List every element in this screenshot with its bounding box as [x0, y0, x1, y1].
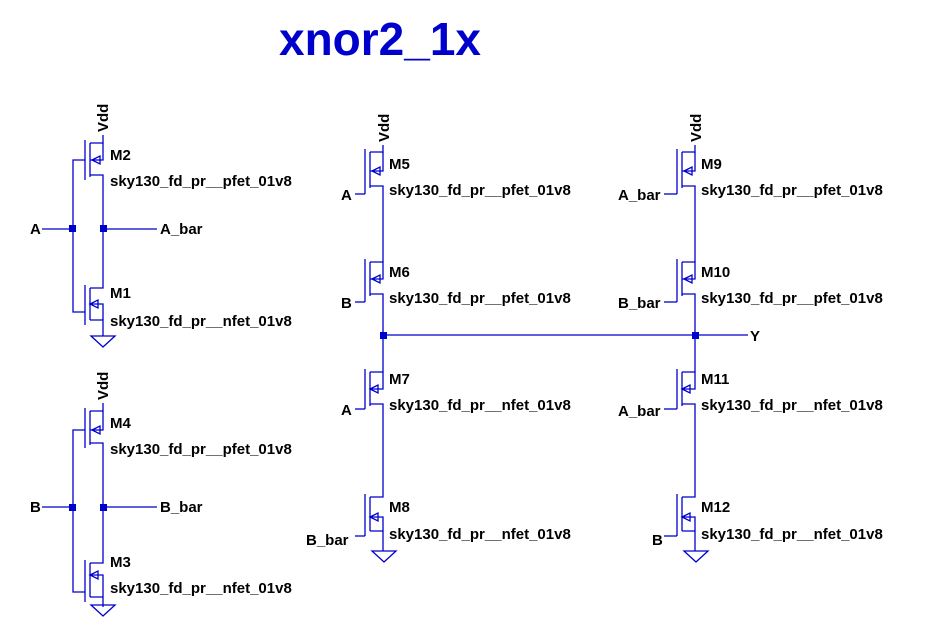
- transistor-m7[interactable]: A M7 sky130_fd_pr__nfet_01v8: [341, 365, 571, 419]
- net-label-a: A: [30, 221, 41, 238]
- vdd-label: Vdd: [688, 114, 705, 142]
- vdd-label: Vdd: [95, 372, 112, 400]
- ground-icon: [89, 335, 117, 348]
- inverter-a: Vdd M2 sky130_fd_pr__pfet_01v8 M1 sky130…: [30, 104, 292, 348]
- net-label-b: B: [30, 499, 41, 516]
- transistor-model: sky130_fd_pr__pfet_01v8: [110, 173, 292, 190]
- gate-label: B_bar: [306, 532, 349, 549]
- transistor-model: sky130_fd_pr__nfet_01v8: [701, 397, 883, 414]
- transistor-model: sky130_fd_pr__pfet_01v8: [701, 182, 883, 199]
- transistor-name: M9: [701, 156, 722, 173]
- transistor-model: sky130_fd_pr__pfet_01v8: [389, 182, 571, 199]
- transistor-name: M2: [110, 147, 131, 164]
- stack-right: Vdd A_bar M9 sky130_fd_pr__pfet_01v8 B_b…: [618, 114, 883, 563]
- transistor-m9[interactable]: Vdd A_bar M9 sky130_fd_pr__pfet_01v8: [618, 114, 883, 204]
- gate-label: A: [341, 187, 352, 204]
- transistor-name: M1: [110, 285, 131, 302]
- transistor-m11[interactable]: A_bar M11 sky130_fd_pr__nfet_01v8: [618, 365, 883, 420]
- transistor-model: sky130_fd_pr__nfet_01v8: [110, 313, 292, 330]
- transistor-name: M8: [389, 499, 410, 516]
- ground-icon: [370, 550, 398, 563]
- transistor-name: M10: [701, 264, 730, 281]
- net-label-b-bar: B_bar: [160, 499, 203, 516]
- transistor-name: M5: [389, 156, 410, 173]
- net-label-y: Y: [750, 328, 760, 345]
- vdd-label: Vdd: [376, 114, 393, 142]
- gate-label: B: [341, 295, 352, 312]
- transistor-model: sky130_fd_pr__pfet_01v8: [110, 441, 292, 458]
- transistor-m3[interactable]: M3 sky130_fd_pr__nfet_01v8: [84, 554, 292, 607]
- net-label-a-bar: A_bar: [160, 221, 203, 238]
- gate-label: B: [652, 532, 663, 549]
- inverter-b: Vdd M4 sky130_fd_pr__pfet_01v8 M3 sky130…: [30, 372, 292, 617]
- transistor-model: sky130_fd_pr__nfet_01v8: [701, 526, 883, 543]
- transistor-m1[interactable]: M1 sky130_fd_pr__nfet_01v8: [84, 280, 292, 330]
- transistor-model: sky130_fd_pr__nfet_01v8: [389, 397, 571, 414]
- transistor-name: M11: [701, 371, 729, 388]
- transistor-m5[interactable]: Vdd A M5 sky130_fd_pr__pfet_01v8: [341, 114, 571, 204]
- transistor-m2[interactable]: Vdd M2 sky130_fd_pr__pfet_01v8: [72, 104, 292, 313]
- gate-label: A_bar: [618, 403, 661, 420]
- stack-left: Vdd A M5 sky130_fd_pr__pfet_01v8 B M6: [306, 114, 571, 563]
- transistor-m10[interactable]: B_bar M10 sky130_fd_pr__pfet_01v8: [618, 255, 883, 312]
- output-net-y: Y: [380, 328, 760, 345]
- gate-label: A: [341, 402, 352, 419]
- transistor-m4[interactable]: Vdd M4 sky130_fd_pr__pfet_01v8: [72, 372, 292, 593]
- transistor-name: M6: [389, 264, 410, 281]
- transistor-model: sky130_fd_pr__nfet_01v8: [110, 580, 292, 597]
- vdd-label: Vdd: [95, 104, 112, 132]
- transistor-model: sky130_fd_pr__nfet_01v8: [389, 526, 571, 543]
- transistor-model: sky130_fd_pr__pfet_01v8: [389, 290, 571, 307]
- gate-label: B_bar: [618, 295, 661, 312]
- gate-label: A_bar: [618, 187, 661, 204]
- transistor-name: M3: [110, 554, 131, 571]
- transistor-model: sky130_fd_pr__pfet_01v8: [701, 290, 883, 307]
- transistor-name: M7: [389, 371, 410, 388]
- ground-icon: [89, 604, 117, 617]
- transistor-name: M12: [701, 499, 730, 516]
- transistor-name: M4: [110, 415, 131, 432]
- transistor-m6[interactable]: B M6 sky130_fd_pr__pfet_01v8: [341, 255, 571, 312]
- schematic-title: xnor2_1x: [279, 13, 481, 65]
- ground-icon: [682, 550, 710, 563]
- transistor-m12[interactable]: B M12 sky130_fd_pr__nfet_01v8: [652, 490, 883, 549]
- transistor-m8[interactable]: B_bar M8 sky130_fd_pr__nfet_01v8: [306, 490, 571, 549]
